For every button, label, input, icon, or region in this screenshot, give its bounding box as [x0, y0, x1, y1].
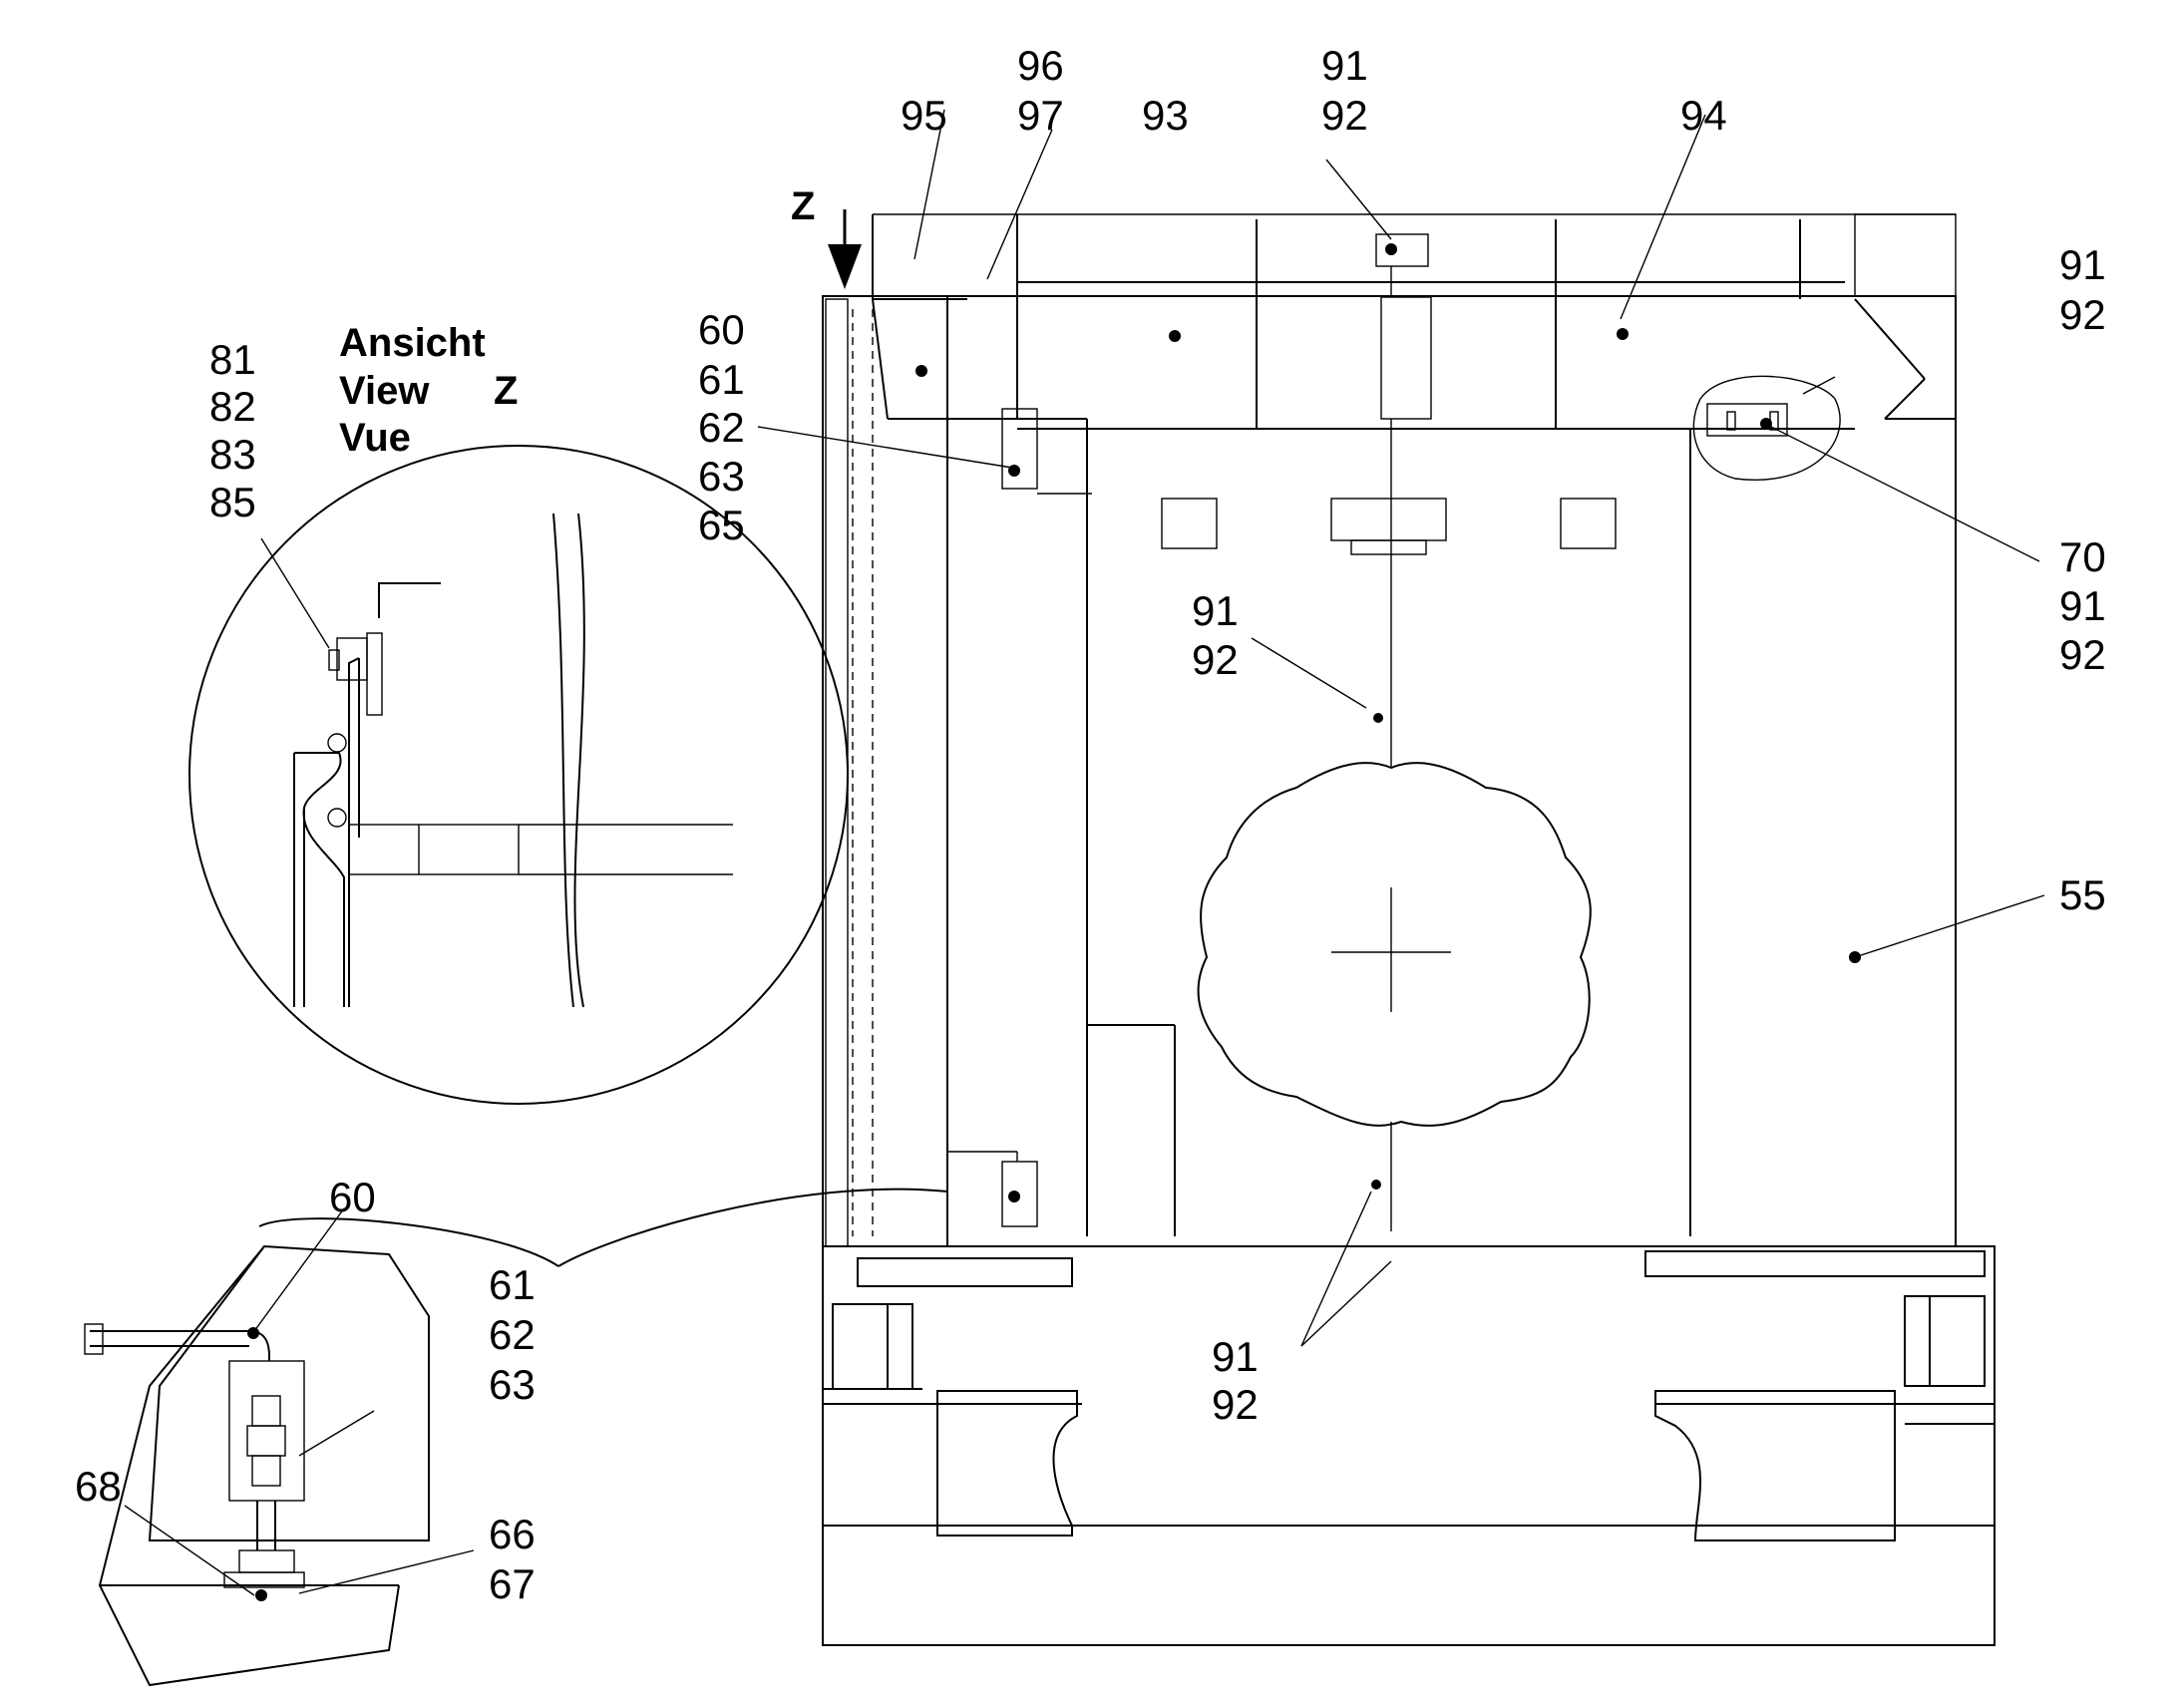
label-96: 96 [1017, 42, 1064, 89]
label-68: 68 [75, 1463, 122, 1510]
label-91-mid-right: 91 [2059, 582, 2106, 629]
label-63-detail: 63 [489, 1361, 536, 1408]
label-63: 63 [698, 453, 745, 500]
base-frame [822, 1245, 1996, 1646]
label-91-bottom: 91 [1212, 1333, 1259, 1380]
detail-circle [188, 445, 849, 1105]
label-97: 97 [1017, 92, 1064, 139]
label-70: 70 [2059, 533, 2106, 580]
drum-opening [1197, 762, 1592, 1127]
label-91-center: 91 [1192, 587, 1239, 634]
label-67: 67 [489, 1560, 536, 1607]
label-82: 82 [209, 383, 256, 430]
label-94: 94 [1680, 92, 1727, 139]
label-62-detail: 62 [489, 1311, 536, 1358]
label-55: 55 [2059, 871, 2106, 918]
label-83: 83 [209, 431, 256, 478]
label-92-mid-right: 92 [2059, 631, 2106, 678]
upper-latch [1001, 408, 1038, 490]
label-95: 95 [901, 92, 947, 139]
view-z-arrow [828, 244, 862, 289]
view-title-fr: Vue [339, 416, 411, 460]
label-91-right: 91 [2059, 241, 2106, 288]
label-61: 61 [698, 356, 745, 403]
label-62: 62 [698, 404, 745, 451]
label-60: 60 [698, 306, 745, 353]
view-z-marker: Z [791, 184, 815, 228]
label-93: 93 [1142, 92, 1189, 139]
view-title-de: Ansicht [339, 321, 486, 365]
view-title-suffix: Z [494, 369, 518, 413]
reference-dots [247, 243, 1861, 1601]
view-title-en: View [339, 369, 430, 413]
top-panels [872, 214, 1956, 1234]
label-81: 81 [209, 336, 256, 383]
detail-callout-ellipse [1692, 375, 1841, 481]
label-92-bottom: 92 [1212, 1381, 1259, 1428]
label-91-top: 91 [1321, 42, 1368, 89]
view-z-detail [188, 445, 849, 1105]
label-60-detail: 60 [329, 1174, 376, 1220]
annotation-labels: Z Ansicht View Z Vue 95 96 97 93 91 92 9… [75, 42, 2106, 1607]
label-66: 66 [489, 1511, 536, 1557]
label-85: 85 [209, 479, 256, 525]
leader-lines [124, 109, 2045, 1596]
latch-detail [84, 1188, 948, 1687]
label-92-top: 92 [1321, 92, 1368, 139]
label-92-right: 92 [2059, 291, 2106, 338]
label-61-detail: 61 [489, 1261, 536, 1308]
label-92-center: 92 [1192, 636, 1239, 683]
label-65: 65 [698, 502, 745, 548]
cabinet-frame [822, 295, 1957, 1247]
lower-latch [1001, 1161, 1038, 1227]
main-assembly [822, 209, 1996, 1646]
